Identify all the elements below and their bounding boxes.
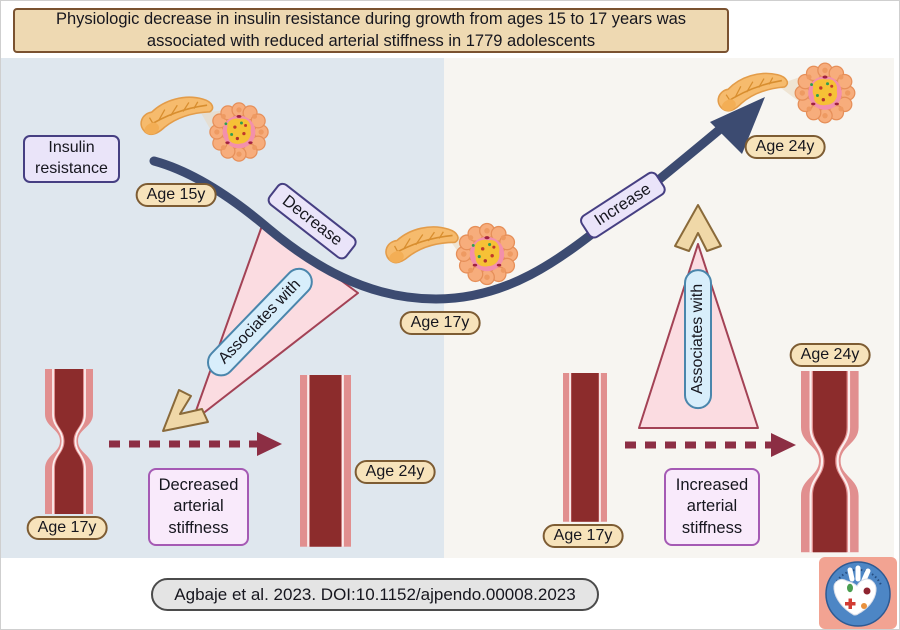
insulin-resistance-label: Insulin resistance [23,135,120,183]
age-24-narrow-vessel-pill: Age 24y [789,343,871,367]
curve-arrowhead-icon [710,97,765,154]
age-17-curve-pill: Age 17y [399,311,481,335]
chevron-down-left-icon [162,389,209,432]
chevron-up-icon [674,204,722,252]
pancreas-icon [139,91,215,142]
age-24-stiff-vessel-pill: Age 24y [354,460,436,484]
stiff-artery-icon [300,375,351,547]
dashed-arrowhead-icon [257,432,282,456]
narrowed-artery-icon [799,369,860,554]
title-text: Physiologic decrease in insulin resistan… [55,10,687,50]
narrowed-artery-icon [44,368,94,515]
heart-research-logo [819,557,897,629]
age-17-stiff-vessel-pill: Age 17y [542,524,624,548]
age-15-pill: Age 15y [135,183,217,207]
associates-with-right-pill: Associates with [684,268,712,410]
decreased-arterial-stiffness-label: Decreased arterial stiffness [148,468,249,547]
citation-pill: Agbaje et al. 2023. DOI:10.1152/ajpendo.… [151,578,599,611]
dashed-arrowhead-icon [771,433,796,457]
islet-magnified-icon [794,62,856,124]
age-24-curve-pill: Age 24y [744,135,826,159]
stiff-artery-icon [563,373,607,522]
islet-magnified-icon [455,222,519,286]
age-17-narrow-vessel-pill: Age 17y [26,516,108,540]
pancreas-icon [383,219,460,272]
increased-arterial-stiffness-label: Increased arterial stiffness [664,468,760,547]
title-banner: Physiologic decrease in insulin resistan… [13,8,729,53]
